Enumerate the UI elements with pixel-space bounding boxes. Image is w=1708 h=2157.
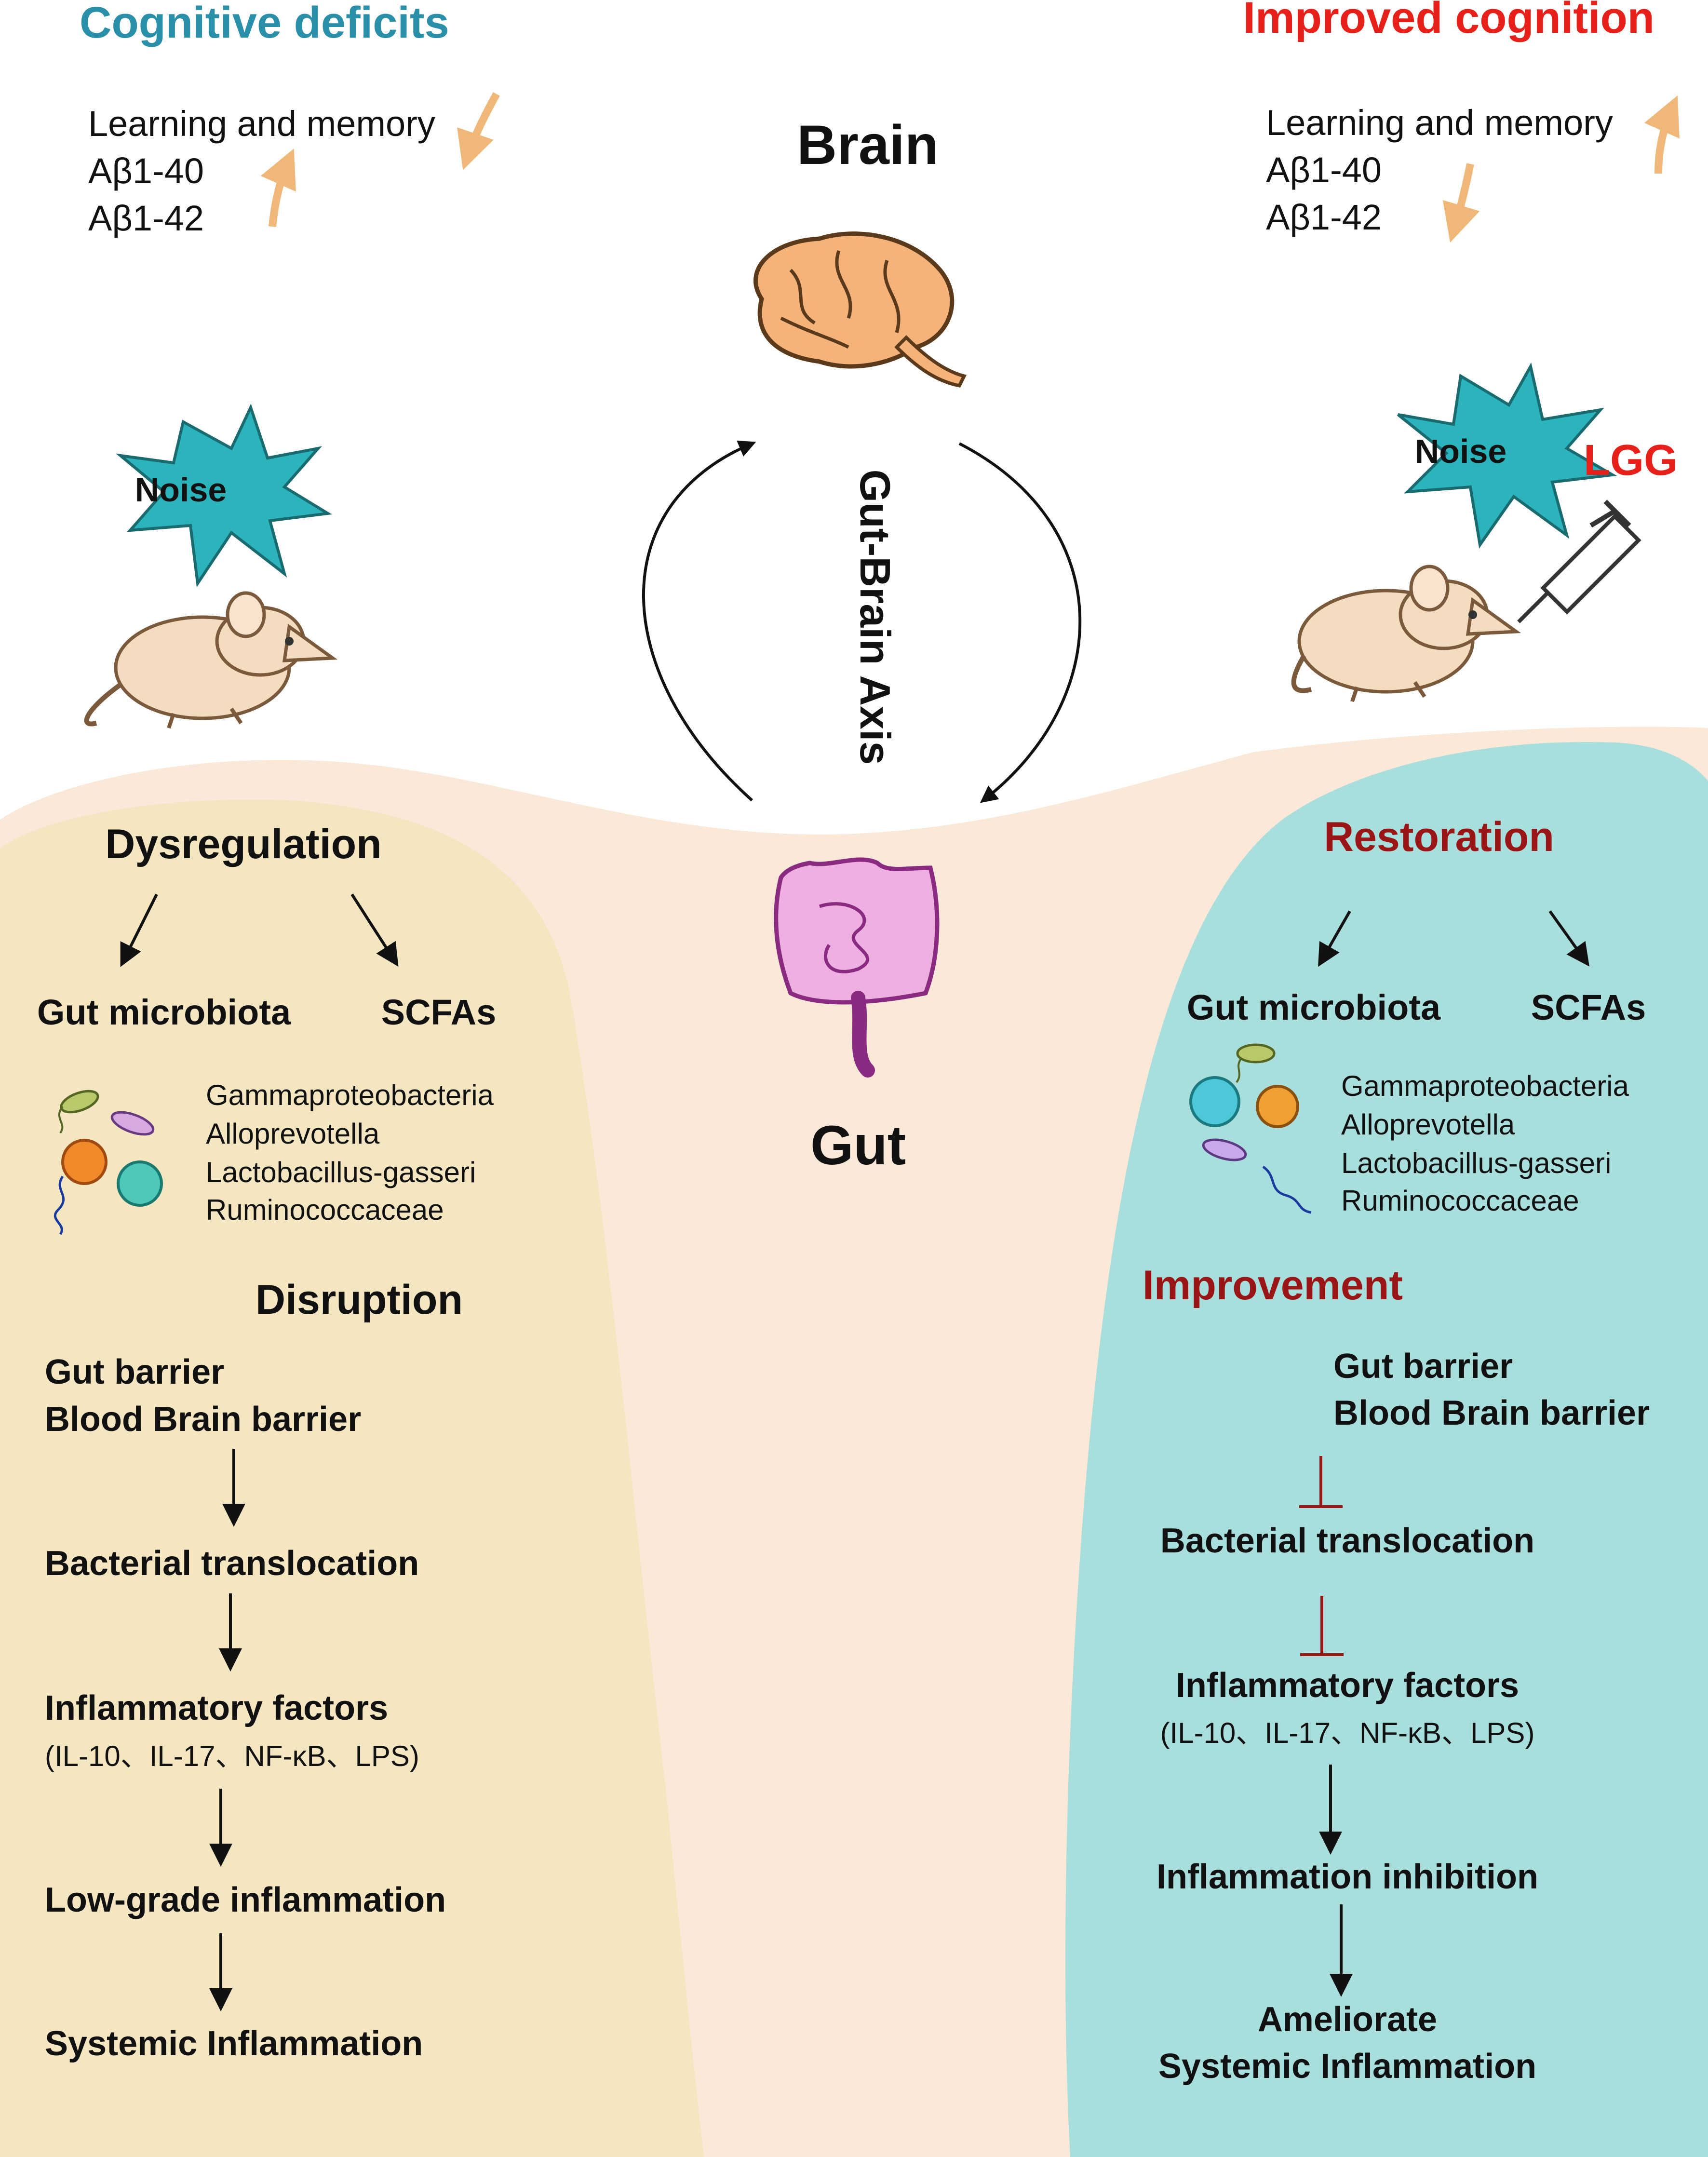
restoration-heading: Restoration [1324,814,1554,860]
down-trend-arrow-icon [457,92,500,170]
ameliorate-systemic-inflammation-label: Systemic Inflammation [1158,2047,1536,2086]
brain-icon [753,231,967,388]
mouse-icon [1291,565,1521,702]
gut-barrier-label: Gut barrier [1333,1347,1513,1386]
syringe-icon [1517,499,1641,623]
gut-label: Gut [810,1115,906,1176]
bacteria-item: Ruminococcaceae [206,1194,444,1226]
gut-microbiota-label: Gut microbiota [1187,987,1441,1027]
up-trend-arrow-icon [1644,95,1680,174]
bacteria-item: Lactobacillus-gasseri [1341,1147,1611,1179]
mouse-icon [84,591,338,729]
left-indicator-abeta40: Aβ1-40 [88,151,204,191]
gut-icon [774,857,940,1078]
noise-star-icon [1397,362,1617,549]
bacteria-item: Ruminococcaceae [1341,1185,1579,1217]
inflammatory-factors-label: Inflammatory factors [1176,1666,1519,1705]
gut-barrier-label: Gut barrier [45,1353,224,1391]
bacteria-item: Gammaproteobacteria [1341,1070,1629,1102]
right-indicator-learning: Learning and memory [1266,103,1613,143]
noise-star-icon [116,403,332,588]
gut-brain-axis-label: Gut-Brain Axis [851,470,899,765]
left-indicator-abeta42: Aβ1-42 [88,198,204,238]
bacterial-translocation-label: Bacterial translocation [1160,1522,1534,1560]
low-grade-inflammation-label: Low-grade inflammation [45,1881,446,1919]
lgg-label: LGG [1584,436,1678,485]
left-panel-background [0,799,704,2157]
disruption-heading: Disruption [256,1277,463,1323]
brain-label: Brain [797,114,939,176]
inflammation-inhibition-label: Inflammation inhibition [1157,1858,1538,1896]
gut-microbiota-label: Gut microbiota [37,992,291,1032]
bacteria-item: Alloprevotella [206,1118,380,1150]
bacteria-item: Gammaproteobacteria [206,1079,494,1111]
scfas-label: SCFAs [1531,987,1646,1027]
right-indicator-abeta40: Aβ1-40 [1266,150,1382,190]
up-trend-arrow-icon [260,148,296,227]
cognitive-deficits-heading: Cognitive deficits [80,0,449,47]
arrow-to-gut-microbiota [120,893,158,967]
inflammatory-factors-label: Inflammatory factors [45,1689,388,1727]
noise-label: Noise [135,471,227,509]
down-trend-arrow-icon [1442,163,1480,243]
inflammatory-factors-list: (IL-10、IL-17、NF-κB、LPS) [45,1740,419,1772]
arrow-to-scfas [1548,910,1589,967]
improvement-heading: Improvement [1143,1262,1403,1308]
bacteria-icon [54,1090,163,1235]
arrow-to-gut-microbiota [1318,910,1351,967]
bacteria-item: Lactobacillus-gasseri [206,1156,476,1188]
right-indicator-abeta42: Aβ1-42 [1266,197,1382,237]
improved-cognition-heading: Improved cognition [1243,0,1654,42]
noise-label: Noise [1415,432,1507,470]
inhibition-marker [1300,1596,1344,1656]
bacteria-item: Alloprevotella [1341,1108,1515,1141]
inflammatory-factors-list: (IL-10、IL-17、NF-κB、LPS) [1160,1717,1535,1749]
brain-to-gut-arrow [958,442,1082,803]
blood-brain-barrier-label: Blood Brain barrier [1333,1394,1650,1432]
blood-brain-barrier-label: Blood Brain barrier [45,1400,361,1439]
bacteria-icon [1189,1043,1312,1214]
bacterial-translocation-label: Bacterial translocation [45,1544,419,1583]
gut-to-brain-arrow [642,440,756,802]
arrow-to-scfas [350,893,399,967]
systemic-inflammation-label: Systemic Inflammation [45,2024,423,2063]
dysregulation-heading: Dysregulation [105,821,381,867]
inhibition-marker [1299,1456,1343,1508]
ameliorate-label: Ameliorate [1258,2000,1437,2039]
scfas-label: SCFAs [381,992,497,1032]
left-indicator-learning: Learning and memory [88,104,435,144]
